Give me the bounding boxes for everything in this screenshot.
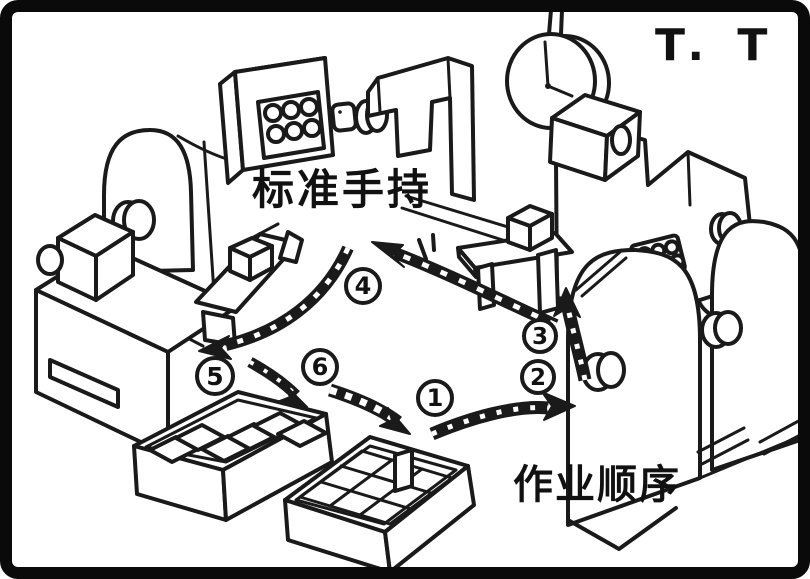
clock-minute-hand: [543, 40, 550, 88]
svg-text:4: 4: [355, 272, 372, 300]
step-marker-1: 1: [416, 379, 454, 417]
step-marker-6: 6: [301, 348, 339, 386]
step-marker-4: 4: [344, 267, 382, 305]
takt-time-label: T. T: [655, 20, 776, 71]
base-vents: [574, 250, 808, 466]
step-marker-5: 5: [195, 356, 235, 396]
parts-box-right: [283, 435, 476, 574]
svg-text:5: 5: [206, 362, 223, 391]
step-marker-2: 2: [520, 359, 556, 395]
clock-hour-hand: [546, 84, 574, 98]
parts-box-left: [132, 390, 334, 522]
panel-buttons: [263, 97, 322, 144]
motion-mark: [417, 233, 436, 261]
base-slot: [48, 358, 120, 409]
svg-text:2: 2: [530, 365, 546, 391]
arrow-step-6: [247, 357, 308, 408]
arrow-step-2-3: [553, 287, 592, 382]
workbench-left: [194, 230, 304, 347]
parts-grid: [298, 448, 454, 526]
arrow-step-4: [371, 241, 559, 331]
arrow-box-transfer: [328, 383, 411, 435]
control-panel-machine: [218, 56, 389, 185]
work-sequence-label: 作业顺序: [513, 462, 681, 508]
svg-text:1: 1: [427, 384, 444, 412]
svg-text:3: 3: [532, 324, 548, 350]
arrow-step-1: [429, 391, 576, 440]
parts-in-box-left: [148, 411, 328, 464]
step-marker-3: 3: [522, 318, 558, 354]
arrow-step-5: [198, 245, 354, 360]
standard-wip-label: 标准手持: [252, 165, 432, 214]
svg-text:6: 6: [312, 353, 329, 381]
u-frame-machine: [366, 56, 476, 202]
